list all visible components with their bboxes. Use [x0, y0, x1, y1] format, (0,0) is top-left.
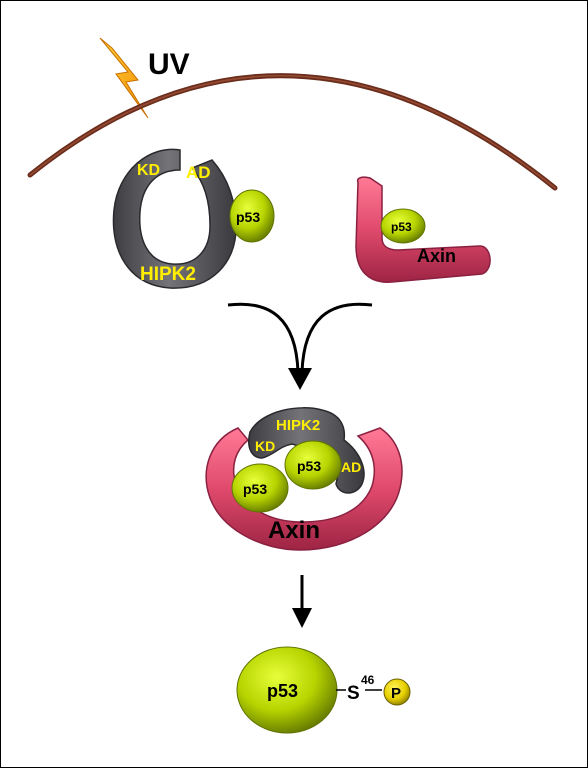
- product-p53-label: p53: [267, 681, 298, 701]
- complex-p53-a-label: p53: [297, 458, 321, 474]
- converging-arrowhead: [288, 368, 312, 390]
- hipk2-protein: [112, 148, 237, 289]
- complex-p53-a: [284, 440, 342, 490]
- hipk2-ad-label: AD: [186, 163, 211, 182]
- down-arrowhead: [292, 608, 312, 628]
- phosphate-group: [383, 678, 411, 706]
- uv-label: UV: [148, 48, 190, 81]
- hipk2-label: HIPK2: [140, 264, 196, 285]
- complex-p53-b: [231, 463, 289, 513]
- p53-top-blob: [229, 189, 275, 243]
- lightning-bolt-icon: [99, 37, 149, 119]
- complex-p53-b-label: p53: [243, 481, 267, 497]
- converging-arrow: [227, 302, 373, 373]
- axin-protein: [355, 176, 491, 283]
- serine-label: S: [347, 683, 360, 704]
- p53-axin-label: p53: [391, 220, 412, 234]
- p53-top-label: p53: [236, 209, 260, 225]
- complex-hipk2-label: HIPK2: [276, 417, 320, 434]
- p53-axin-blob: [380, 208, 426, 244]
- phosphate-label: P: [391, 685, 401, 702]
- complex-kd-label: KD: [255, 438, 275, 454]
- complex-ad-label: AD: [341, 459, 361, 475]
- complex-axin-label: Axin: [268, 517, 320, 544]
- cell-membrane: [27, 73, 558, 191]
- hipk2-kd-label: KD: [137, 162, 160, 179]
- serine-position-label: 46: [361, 673, 375, 687]
- axin-label: Axin: [417, 246, 456, 266]
- complex-hipk2: [248, 407, 365, 494]
